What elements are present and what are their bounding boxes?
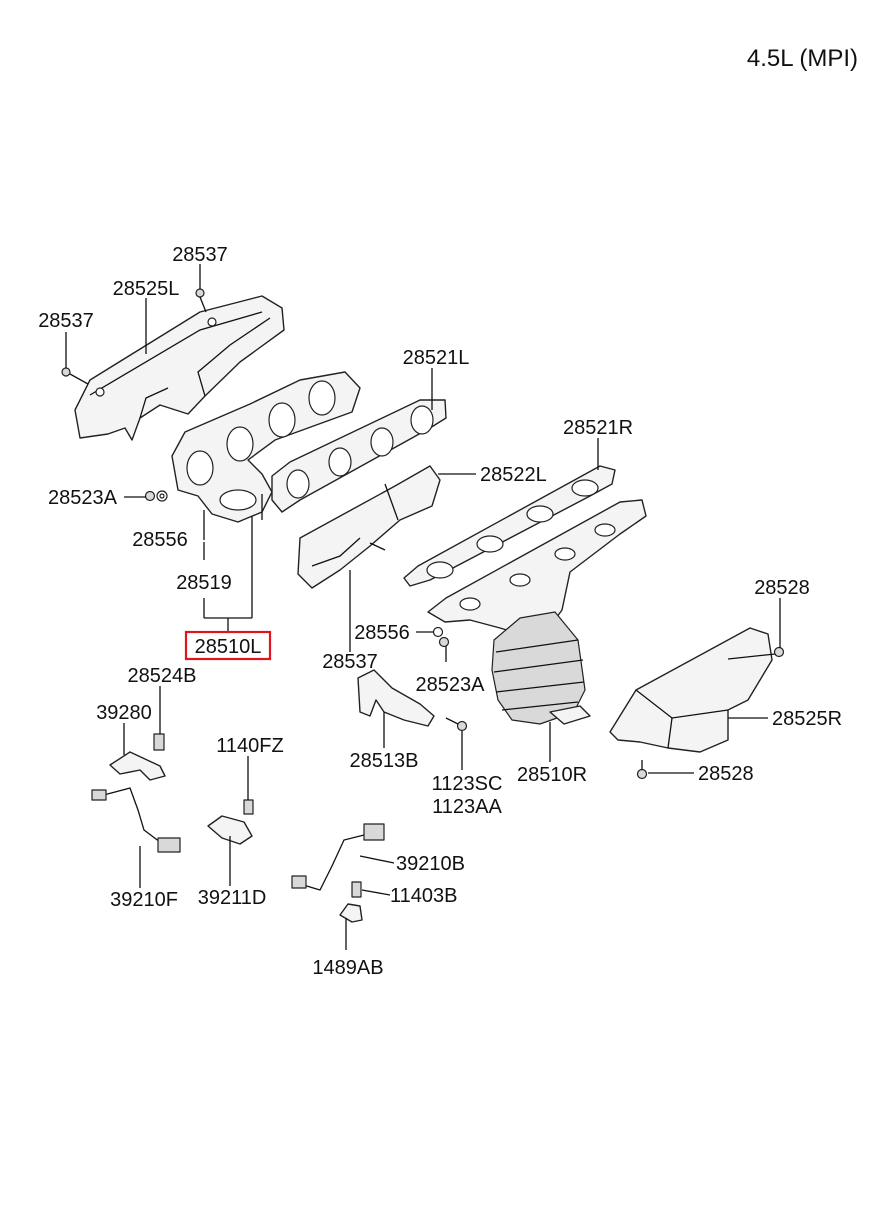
heat-shield-28522L[interactable] [297,465,441,589]
label-28513B[interactable]: 28513B [350,750,419,772]
label-28537-mid[interactable]: 28537 [322,651,378,673]
label-28537-top[interactable]: 28537 [172,244,228,266]
label-39210B[interactable]: 39210B [396,853,465,875]
leader-lines [65,264,781,950]
label-1123AA[interactable]: 1123AA [432,796,502,818]
highlight-box-28510L [184,630,272,661]
label-28524B[interactable]: 28524B [128,665,197,687]
label-39280[interactable]: 39280 [96,702,152,724]
bolt-1123SC[interactable] [445,717,468,732]
oxygen-sensor-39210B[interactable] [291,823,385,891]
nut-28523A-mid[interactable] [438,636,450,648]
label-1140FZ[interactable]: 1140FZ [216,735,283,757]
bracket-39280[interactable] [109,751,166,781]
label-28510L[interactable]: 28510L [195,636,262,658]
label-39211D[interactable]: 39211D [198,887,267,909]
bolt-28537-left[interactable] [61,367,89,385]
bolt-1140FZ[interactable] [243,799,254,815]
label-28519[interactable]: 28519 [176,572,232,594]
label-39210F[interactable]: 39210F [110,889,178,911]
bolt-11403B[interactable] [351,881,362,898]
label-28537-left[interactable]: 28537 [38,310,94,332]
clip-1489AB[interactable] [339,903,363,923]
exhaust-manifold-right[interactable] [427,499,647,725]
label-28525R[interactable]: 28525R [772,708,842,730]
nut-28523A-left[interactable] [144,490,156,502]
heat-shield-left[interactable] [74,295,285,441]
bolt-28528-top[interactable] [727,646,785,660]
label-28556-mid[interactable]: 28556 [354,622,410,644]
engine-spec-title: 4.5L (MPI) [747,45,858,72]
bracket-39211D[interactable] [207,815,253,845]
label-1489AB[interactable]: 1489AB [312,957,383,979]
label-28523A-mid[interactable]: 28523A [416,674,486,696]
oxygen-sensor-39210F[interactable] [91,787,181,853]
bracket-28513B[interactable] [357,669,435,727]
label-28523A-left[interactable]: 28523A [48,487,118,509]
label-11403B[interactable]: 11403B [390,885,457,907]
exhaust-manifold-left[interactable] [171,371,361,540]
label-28521R[interactable]: 28521R [563,417,633,439]
heat-shield-28525R[interactable] [609,627,773,753]
label-1123SC[interactable]: 1123SC [432,773,503,795]
gasket-28521L[interactable] [271,399,447,513]
label-28556-left[interactable]: 28556 [132,529,188,551]
label-28522L[interactable]: 28522L [480,464,547,486]
washer-28556-mid[interactable] [432,626,444,638]
label-28528-bot[interactable]: 28528 [698,763,754,785]
bolt-28537-top[interactable] [195,288,207,313]
label-28521L[interactable]: 28521L [403,347,470,369]
washer-28556-left[interactable] [156,490,168,502]
bolt-28528-bot[interactable] [636,760,648,780]
label-28525L[interactable]: 28525L [113,278,180,300]
label-28510R[interactable]: 28510R [517,764,587,786]
label-28528-top[interactable]: 28528 [754,577,810,599]
gasket-28521R[interactable] [403,465,616,587]
bolt-28524B[interactable] [153,733,165,751]
